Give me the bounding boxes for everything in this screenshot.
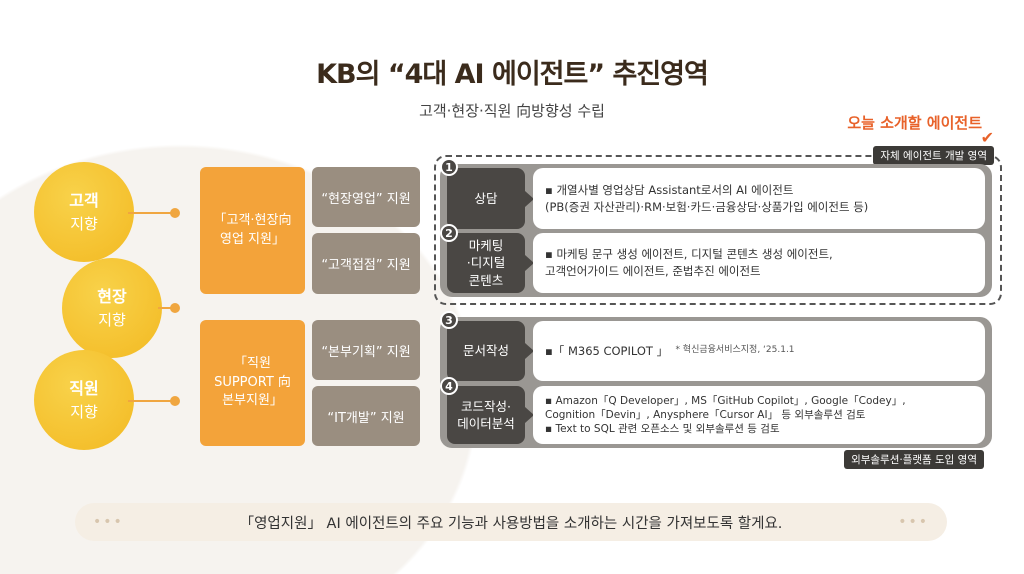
connector-dot: [170, 208, 180, 218]
group-employee-support: 「직원 SUPPORT 向 본부지원」: [200, 320, 305, 446]
orientation-title: 고객: [69, 190, 99, 210]
agent-desc-document: ▪「 M365 COPILOT 」 * 혁신금융서비스지정, ‘25.1.1: [533, 321, 985, 381]
agent-number: 2: [440, 224, 458, 242]
agent-label-text: 상담: [474, 190, 498, 206]
agent-label-text: ·디지털: [466, 255, 506, 271]
agent-label-text: 콘텐츠: [468, 272, 504, 288]
group-line: 「고객·현장向: [213, 212, 292, 228]
agent-desc-line: Cognition「Devin」, Anysphere「Cursor AI」 등…: [545, 408, 866, 421]
page-subtitle: 고객·현장·직원 向방향성 수립: [419, 102, 605, 120]
agent-number: 3: [440, 311, 458, 329]
agent-number: 1: [440, 158, 458, 176]
group-sales-support: 「고객·현장向 영업 지원」: [200, 167, 305, 294]
dots-icon: •••: [93, 514, 124, 530]
agent-desc-code: ▪ Amazon「Q Developer」, MS「GitHub Copilot…: [533, 386, 985, 444]
orientation-title: 현장: [97, 286, 127, 306]
bottom-banner: ••• 「영업지원」 AI 에이전트의 주요 기능과 사용방법을 소개하는 시간…: [75, 503, 947, 541]
dots-icon: •••: [898, 514, 929, 530]
external-area-label: 외부솔루션·플랫폼 도입 영역: [844, 450, 984, 469]
agent-label-text: 문서작성: [462, 343, 509, 359]
agent-desc-line: ▪ Text to SQL 관련 오픈소스 및 외부솔루션 등 검토: [545, 423, 780, 436]
group-line: SUPPORT 向: [214, 374, 291, 390]
agent-label-code: 코드작성· 데이터분석: [447, 386, 534, 444]
agent-desc-line: (PB(증권 자산관리)·RM·보험·카드·금융상담·상품가입 에이전트 등): [545, 199, 869, 214]
agent-desc-line: ▪ 마케팅 문구 생성 에이전트, 디지털 콘텐츠 생성 에이전트,: [545, 247, 833, 262]
check-icon: ✔: [980, 128, 994, 147]
agent-desc-line: ▪ 개열사별 영업상담 Assistant로서의 AI 에이전트: [545, 182, 794, 197]
connector-dot: [170, 303, 180, 313]
banner-text: 「영업지원」 AI 에이전트의 주요 기능과 사용방법을 소개하는 시간을 가져…: [239, 515, 783, 532]
internal-area-label: 자체 에이전트 개발 영역: [873, 146, 994, 165]
group-line: 「직원: [234, 355, 271, 371]
support-customer-contact: “고객접점” 지원: [312, 233, 420, 294]
agent-desc-line: ▪ Amazon「Q Developer」, MS「GitHub Copilot…: [545, 394, 906, 407]
group-line: 영업 지원」: [220, 231, 285, 247]
internal-area-box: [434, 155, 1002, 305]
connector-line: [128, 212, 174, 214]
support-it-dev: “IT개발” 지원: [312, 386, 420, 446]
today-agent-label: 오늘 소개할 에이전트: [847, 114, 982, 132]
connector-dot: [170, 396, 180, 406]
orientation-sub: 지향: [98, 310, 126, 329]
orientation-sub: 지향: [70, 402, 98, 421]
page-title: KB의 “4대 AI 에이전트” 추진영역: [316, 59, 709, 90]
support-hq-planning: “본부기획” 지원: [312, 320, 420, 380]
agent-desc-consulting: ▪ 개열사별 영업상담 Assistant로서의 AI 에이전트 (PB(증권 자…: [533, 168, 985, 229]
orientation-title: 직원: [69, 378, 99, 398]
agent-desc-line: 고객언어가이드 에이전트, 준법추진 에이전트: [545, 264, 761, 278]
connector-line: [128, 400, 174, 402]
agent-label-document: 문서작성: [447, 321, 534, 381]
agent-label-text: 마케팅: [468, 237, 504, 253]
group-line: 본부지원」: [222, 393, 283, 409]
agent-label-text: 데이터분석: [457, 416, 515, 431]
agent-label-consulting: 상담: [447, 168, 534, 229]
agent-desc-line: ▪「 M365 COPILOT 」: [545, 343, 669, 358]
orientation-sub: 지향: [70, 214, 98, 233]
agent-label-text: 코드작성·: [461, 398, 511, 414]
agent-desc-note: * 혁신금융서비스지정, ‘25.1.1: [675, 345, 795, 356]
support-field-sales: “현장영업” 지원: [312, 167, 420, 227]
agent-number: 4: [440, 377, 458, 395]
agent-desc-marketing: ▪ 마케팅 문구 생성 에이전트, 디지털 콘텐츠 생성 에이전트, 고객언어가이…: [533, 233, 985, 293]
connector-line: [158, 307, 174, 309]
